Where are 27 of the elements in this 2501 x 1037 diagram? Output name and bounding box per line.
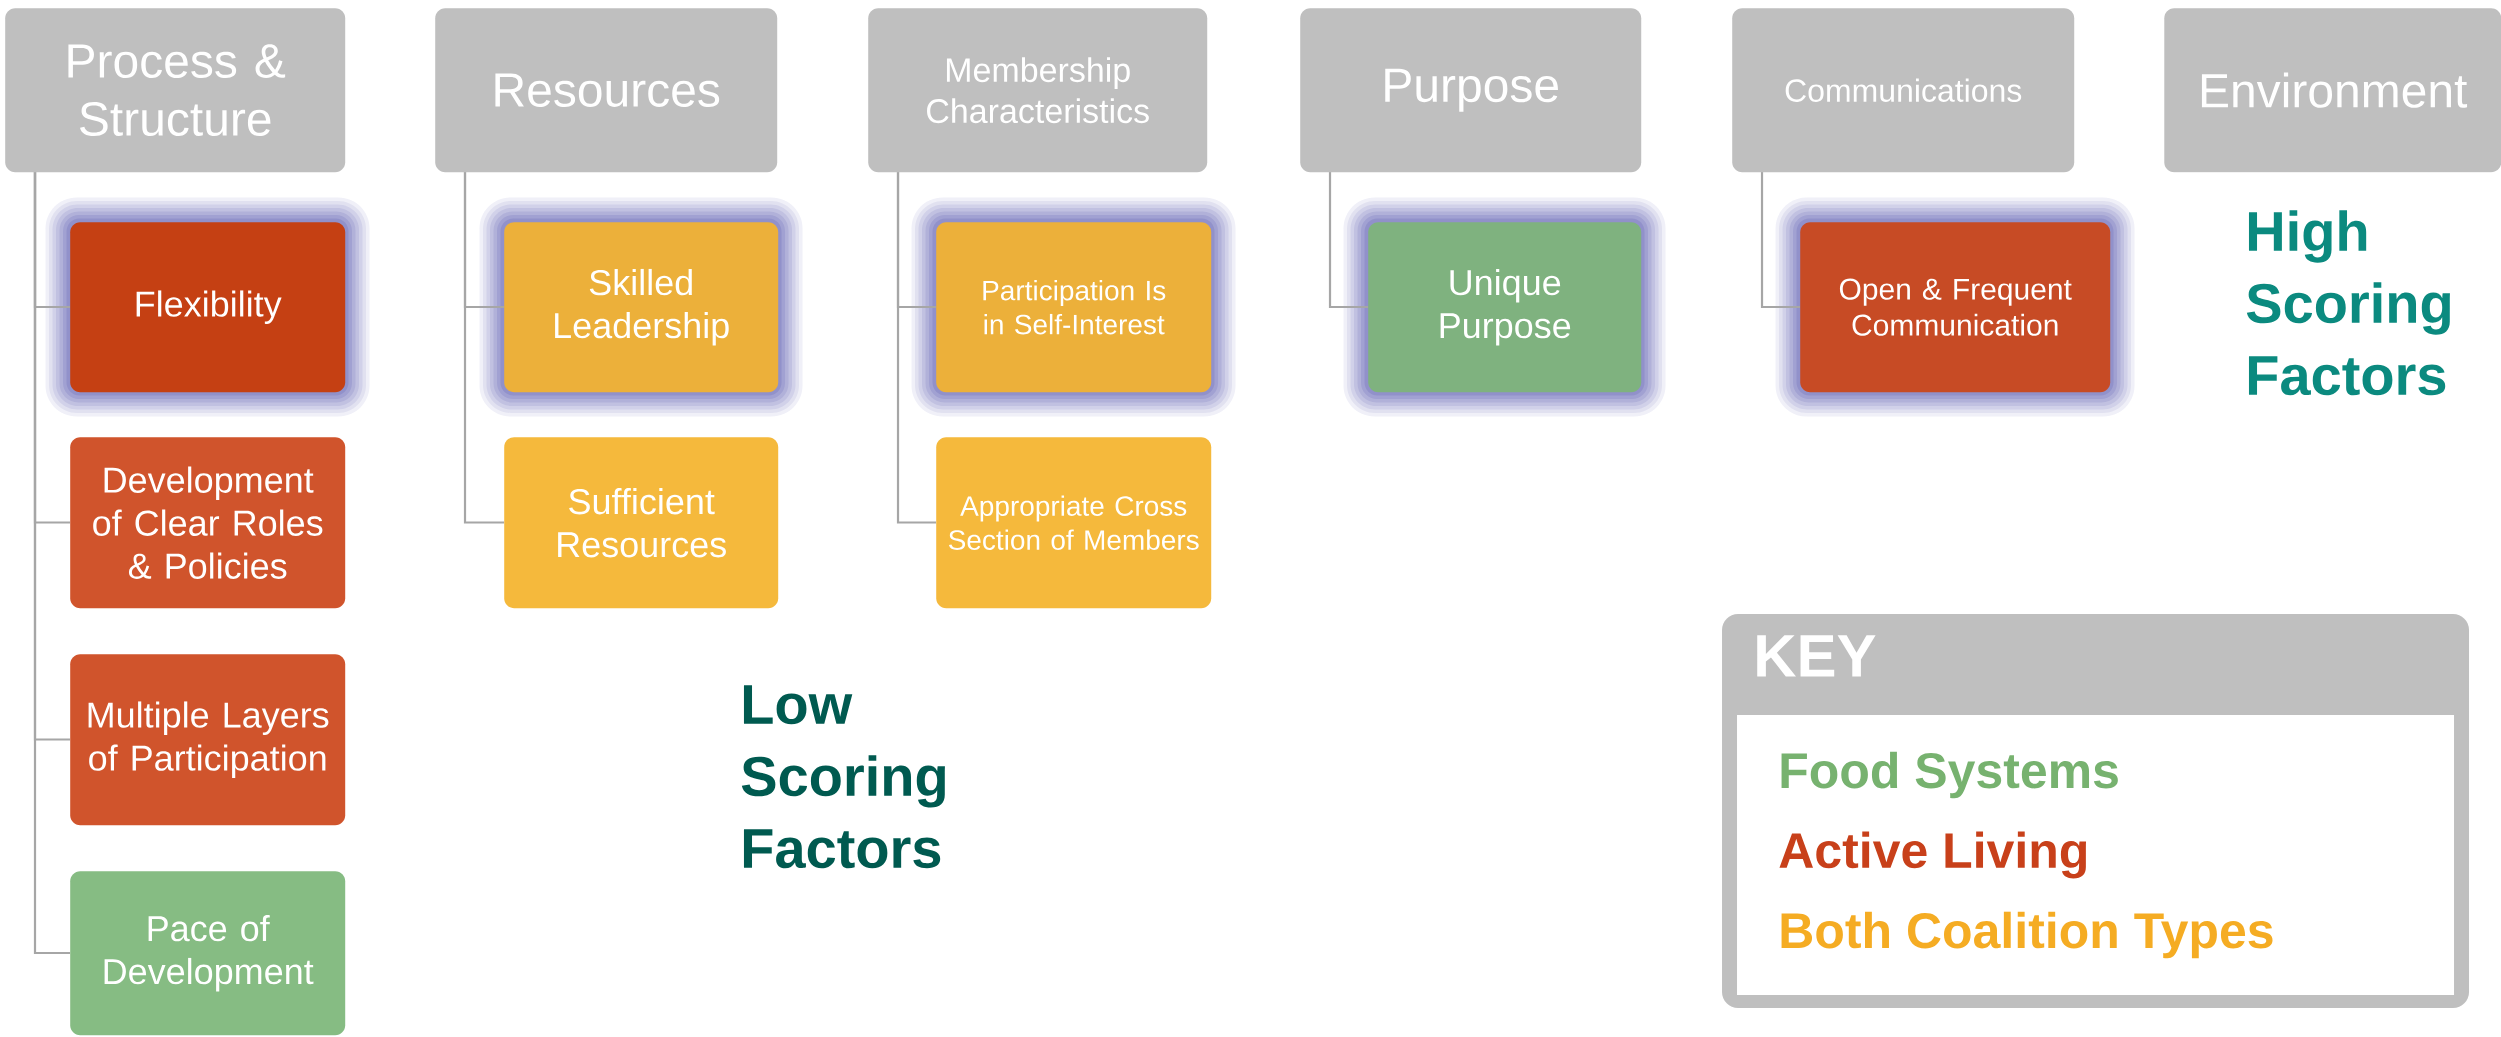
- category-box: Resources: [435, 8, 778, 173]
- factor-box: Unique Purpose: [1368, 222, 1642, 393]
- legend-entry: Both Coalition Types: [1781, 911, 2273, 959]
- section-label: Low Scoring Factors: [741, 685, 945, 869]
- connector-line: [1328, 172, 1368, 309]
- factor-box: Open & Frequent Communication: [1800, 222, 2111, 393]
- connector-line: [463, 172, 504, 524]
- category-box: Communications: [1732, 8, 2075, 173]
- connector-line: [1760, 172, 1800, 309]
- factor-box: Multiple Layers of Participation: [70, 654, 346, 826]
- legend-heading: KEY: [1757, 635, 1876, 677]
- category-box: Membership Characteristics: [868, 8, 1208, 173]
- factor-box: Development of Clear Roles & Policies: [70, 437, 346, 609]
- category-box: Purpose: [1300, 8, 1642, 173]
- connector-line: [33, 172, 70, 955]
- category-box: Environment: [2164, 8, 2501, 173]
- factor-box: Skilled Leadership: [504, 222, 779, 393]
- legend-entry: Active Living: [1779, 831, 2086, 879]
- factor-box: Flexibility: [70, 222, 346, 393]
- factor-box: Pace of Development: [70, 871, 346, 1036]
- legend-entry: Food Systems: [1781, 751, 2118, 799]
- factor-box: Participation Is in Self-Interest: [936, 222, 1212, 393]
- connector-line: [896, 172, 936, 524]
- factor-box: Sufficient Resources: [504, 437, 779, 609]
- factor-box: Appropriate Cross Section of Members: [936, 437, 1212, 609]
- category-box: Process & Structure: [5, 8, 346, 173]
- section-label: High Scoring Factors: [2246, 210, 2450, 396]
